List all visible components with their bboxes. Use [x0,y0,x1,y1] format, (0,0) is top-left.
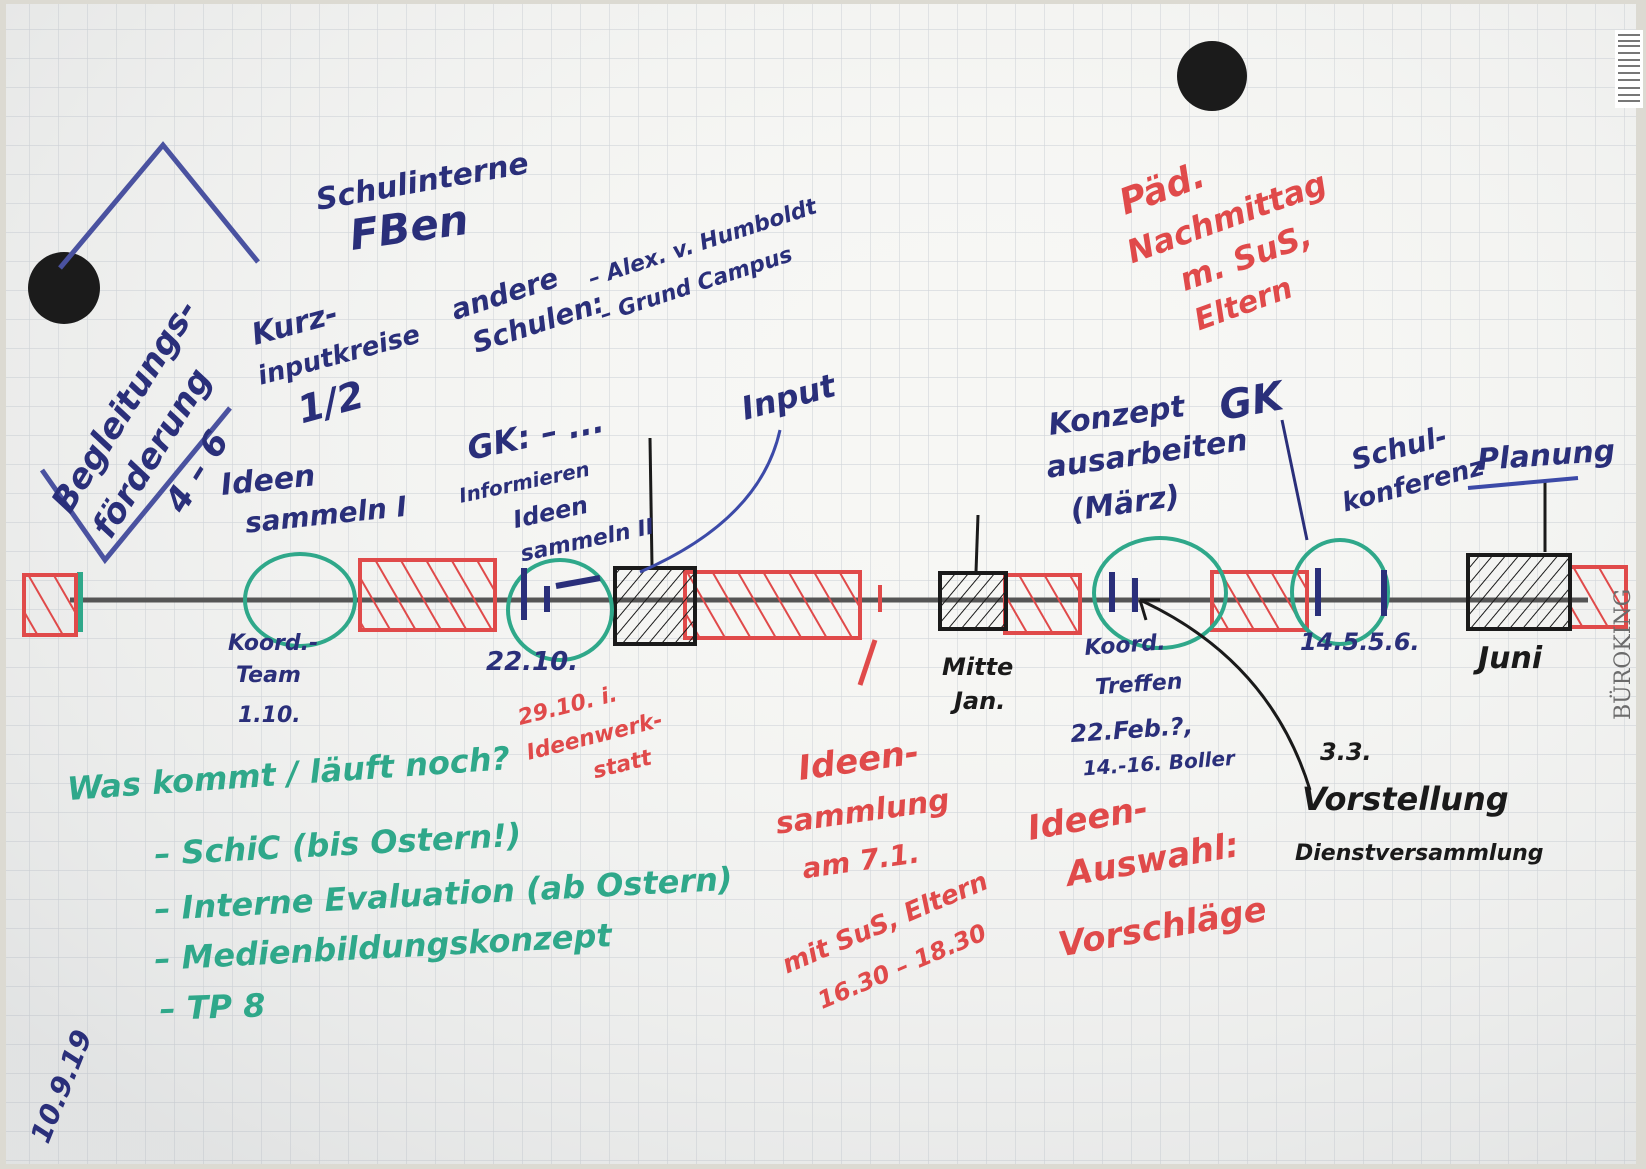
svg-text:Team: Team [236,663,301,688]
date-145-label: 14.5. [1300,628,1368,656]
green-list-item: – TP 8 [159,986,266,1028]
svg-text:3.3.: 3.3. [1320,738,1372,766]
juni-label: Juni [1473,641,1543,676]
svg-text:Dienstversammlung: Dienstversammlung [1295,841,1544,866]
svg-text:Koord.-: Koord.- [228,631,318,656]
edge-brand: BÜROKING [1609,589,1636,720]
barcode [1615,30,1643,108]
svg-text:Mitte: Mitte [942,653,1013,681]
magnet-top [1177,41,1247,111]
date-56-label: 5.6. [1368,628,1420,656]
svg-text:Vorstellung: Vorstellung [1302,780,1509,818]
svg-text:Jan.: Jan. [950,687,1005,715]
svg-text:1.10.: 1.10. [238,703,301,728]
date-2210-label: 22.10. [486,647,578,677]
